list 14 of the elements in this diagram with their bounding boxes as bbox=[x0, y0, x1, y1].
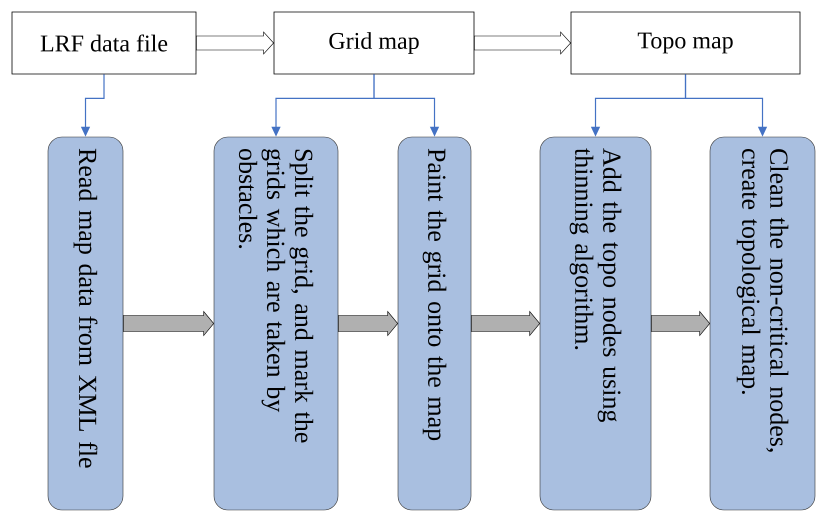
block-arrow bbox=[474, 31, 572, 55]
step-box: Clean the non-critical nodes, create topological map. bbox=[710, 136, 816, 510]
process-box: LRF data file bbox=[12, 12, 196, 74]
step-box: Split the grid, and mark the grids which are taken by obstacles. bbox=[214, 136, 338, 510]
block-arrow bbox=[471, 310, 540, 336]
block-arrow bbox=[338, 310, 398, 336]
process-box: Topo map bbox=[570, 12, 800, 74]
process-box: Grid map bbox=[274, 12, 474, 74]
step-box: Add the topo nodes using thinning algorithm. bbox=[540, 136, 652, 510]
block-arrow bbox=[651, 310, 710, 336]
step-box: Read map data from XML fle bbox=[48, 136, 124, 510]
block-arrow bbox=[196, 31, 274, 55]
block-arrow bbox=[123, 310, 214, 336]
step-box: Paint the grid onto the map bbox=[398, 136, 472, 510]
